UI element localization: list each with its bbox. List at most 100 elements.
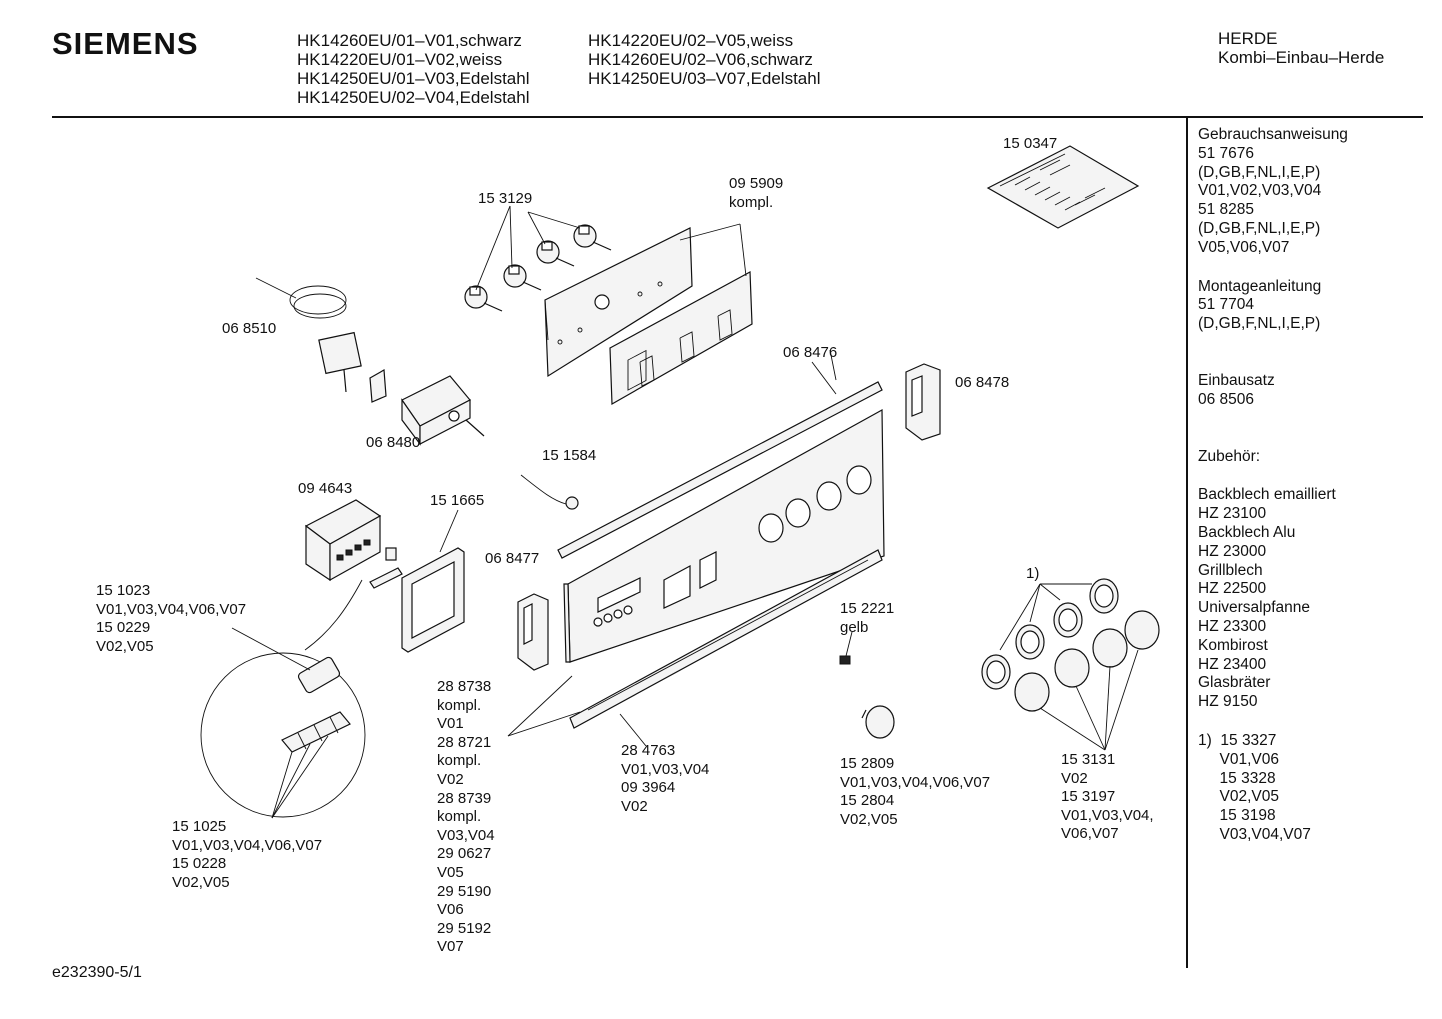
sidebar-line: HZ 9150 bbox=[1198, 693, 1258, 711]
text-line: 15 1584 bbox=[542, 447, 597, 464]
text-line: gelb bbox=[840, 618, 869, 636]
sidebar-line: V01,V02,V03,V04 bbox=[1198, 182, 1322, 200]
label-150347: 15 0347 bbox=[1003, 135, 1057, 154]
sidebar-line: Grillblech bbox=[1198, 561, 1263, 579]
text-line: 09 3964 bbox=[621, 779, 676, 797]
switch-shafts-part bbox=[464, 205, 612, 312]
text-line: 15 1665 bbox=[430, 492, 485, 509]
sidebar-line: (D,GB,F,NL,I,E,P) bbox=[1198, 219, 1321, 237]
text-line: 15 2221 bbox=[840, 600, 895, 617]
text-line: kompl. bbox=[729, 193, 774, 211]
sidebar-line: Backblech Alu bbox=[1198, 523, 1296, 541]
yellow-clip-part bbox=[839, 631, 853, 665]
text-line: 06 8477 bbox=[485, 550, 540, 567]
sidebar-line: Zubehör: bbox=[1198, 447, 1261, 465]
text-line: HK14260EU/02–V06,schwarz bbox=[588, 50, 813, 69]
text-line: 29 0627 bbox=[437, 845, 492, 863]
text-line: 28 8738 bbox=[437, 678, 492, 695]
text-line: V02,V05 bbox=[96, 637, 154, 655]
label-068477: 06 8477 bbox=[485, 550, 539, 569]
sidebar-line: HZ 23300 bbox=[1198, 617, 1267, 635]
sidebar-line: 1) 15 3327 bbox=[1198, 731, 1277, 749]
text-line: 15 0228 bbox=[172, 855, 227, 873]
text-line: 06 8480 bbox=[366, 434, 421, 451]
text-line: 29 5190 bbox=[437, 882, 492, 900]
drawing-code: e232390-5/1 bbox=[52, 964, 142, 981]
sidebar-line: HZ 23000 bbox=[1198, 542, 1267, 560]
text-line: HK14220EU/01–V02,weiss bbox=[297, 50, 503, 69]
sidebar-line: 51 7704 bbox=[1198, 296, 1255, 314]
text-line: HK14260EU/01–V01,schwarz bbox=[297, 31, 522, 50]
label-068478: 06 8478 bbox=[955, 374, 1009, 393]
text-line: V01 bbox=[437, 715, 464, 733]
text-line: 06 8476 bbox=[783, 344, 838, 361]
label-094643: 09 4643 bbox=[298, 480, 352, 499]
sidebar-line: V02,V05 bbox=[1198, 788, 1279, 806]
text-line: V02 bbox=[437, 770, 464, 788]
sidebar-line: HZ 23100 bbox=[1198, 505, 1267, 523]
text-line: HK14250EU/03–V07,Edelstahl bbox=[588, 69, 821, 88]
label-068480: 06 8480 bbox=[366, 434, 420, 453]
text-line: 28 4763 bbox=[621, 742, 676, 759]
text-line: 28 8739 bbox=[437, 789, 492, 807]
text-line: V06,V07 bbox=[1061, 825, 1119, 843]
screw-bag-part bbox=[986, 145, 1140, 229]
text-line: 15 0229 bbox=[96, 619, 151, 637]
label-footnote-1: 1) bbox=[1026, 565, 1039, 584]
sidebar-line: (D,GB,F,NL,I,E,P) bbox=[1198, 163, 1321, 181]
text-line: 09 4643 bbox=[298, 480, 353, 497]
text-line: 15 1025 bbox=[172, 818, 227, 835]
label-068476: 06 8476 bbox=[783, 344, 837, 363]
sidebar-line: V01,V06 bbox=[1198, 750, 1279, 768]
text-line: V03,V04 bbox=[437, 826, 495, 844]
text-line: kompl. bbox=[437, 696, 482, 714]
brand-logo: SIEMENS bbox=[52, 26, 199, 61]
control-rings-part bbox=[981, 578, 1119, 690]
text-line: kompl. bbox=[437, 808, 482, 826]
selector-switch-part bbox=[401, 375, 485, 446]
side-bracket-right-part bbox=[905, 363, 941, 441]
sidebar-line: Gebrauchsanweisung bbox=[1198, 126, 1348, 143]
sidebar-line: 06 8506 bbox=[1198, 390, 1255, 408]
sidebar-line: (D,GB,F,NL,I,E,P) bbox=[1198, 315, 1321, 333]
text-line: HK14250EU/01–V03,Edelstahl bbox=[297, 69, 530, 88]
bottom-trim-strip-part bbox=[569, 549, 883, 747]
text-line: V01,V03,V04 bbox=[621, 760, 710, 778]
sidebar-line: 51 7676 bbox=[1198, 144, 1255, 162]
sidebar-line: Backblech emailliert bbox=[1198, 486, 1336, 504]
sidebar-line: Universalpfanne bbox=[1198, 599, 1311, 617]
sidebar-block: Zubehör: bbox=[1198, 448, 1348, 467]
text-line: 06 8510 bbox=[222, 320, 277, 337]
top-trim-strip-part bbox=[557, 361, 883, 559]
text-line: 06 8478 bbox=[955, 374, 1010, 391]
text-line: kompl. bbox=[437, 752, 482, 770]
text-line: V01,V03,V04,V06,V07 bbox=[840, 773, 991, 791]
label-151665: 15 1665 bbox=[430, 492, 484, 511]
thermostat-part bbox=[255, 277, 387, 403]
text-line: V02,V05 bbox=[840, 810, 898, 828]
sidebar-line: V05,V06,V07 bbox=[1198, 238, 1290, 256]
timer-knob-part bbox=[861, 705, 895, 739]
text-line: 15 2804 bbox=[840, 792, 895, 810]
text-line: 09 5909 bbox=[729, 175, 784, 192]
detail-magnifier bbox=[200, 579, 366, 819]
text-line: V06 bbox=[437, 901, 464, 919]
text-line: 15 2809 bbox=[840, 755, 895, 772]
text-line: 28 8721 bbox=[437, 733, 492, 751]
sidebar-line: Glasbräter bbox=[1198, 674, 1271, 692]
text-line: 29 5192 bbox=[437, 919, 492, 937]
